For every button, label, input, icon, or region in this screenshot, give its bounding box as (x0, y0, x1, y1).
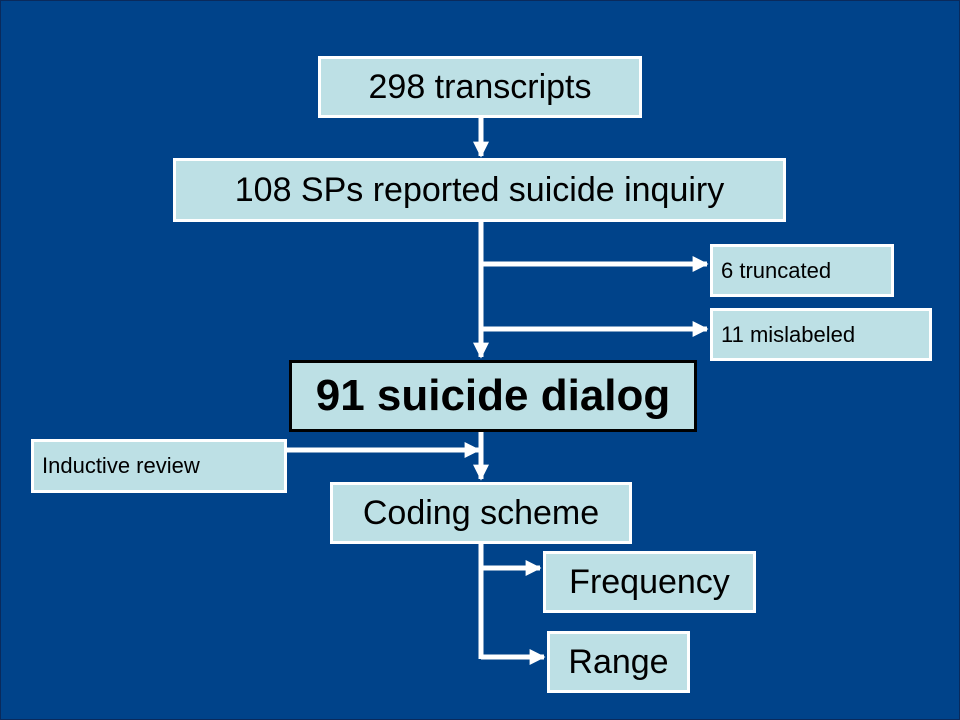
transcripts-box: 298 transcripts (318, 56, 642, 118)
truncated-box: 6 truncated (710, 244, 894, 297)
suicide-dialog-box: 91 suicide dialog (289, 360, 697, 432)
coding-scheme-box: Coding scheme (330, 482, 632, 544)
inductive-review-box: Inductive review (31, 439, 287, 493)
suicide-inquiry-box: 108 SPs reported suicide inquiry (173, 158, 786, 222)
mislabeled-box: 11 mislabeled (710, 308, 932, 361)
range-box: Range (547, 631, 690, 693)
frequency-box: Frequency (543, 551, 756, 613)
